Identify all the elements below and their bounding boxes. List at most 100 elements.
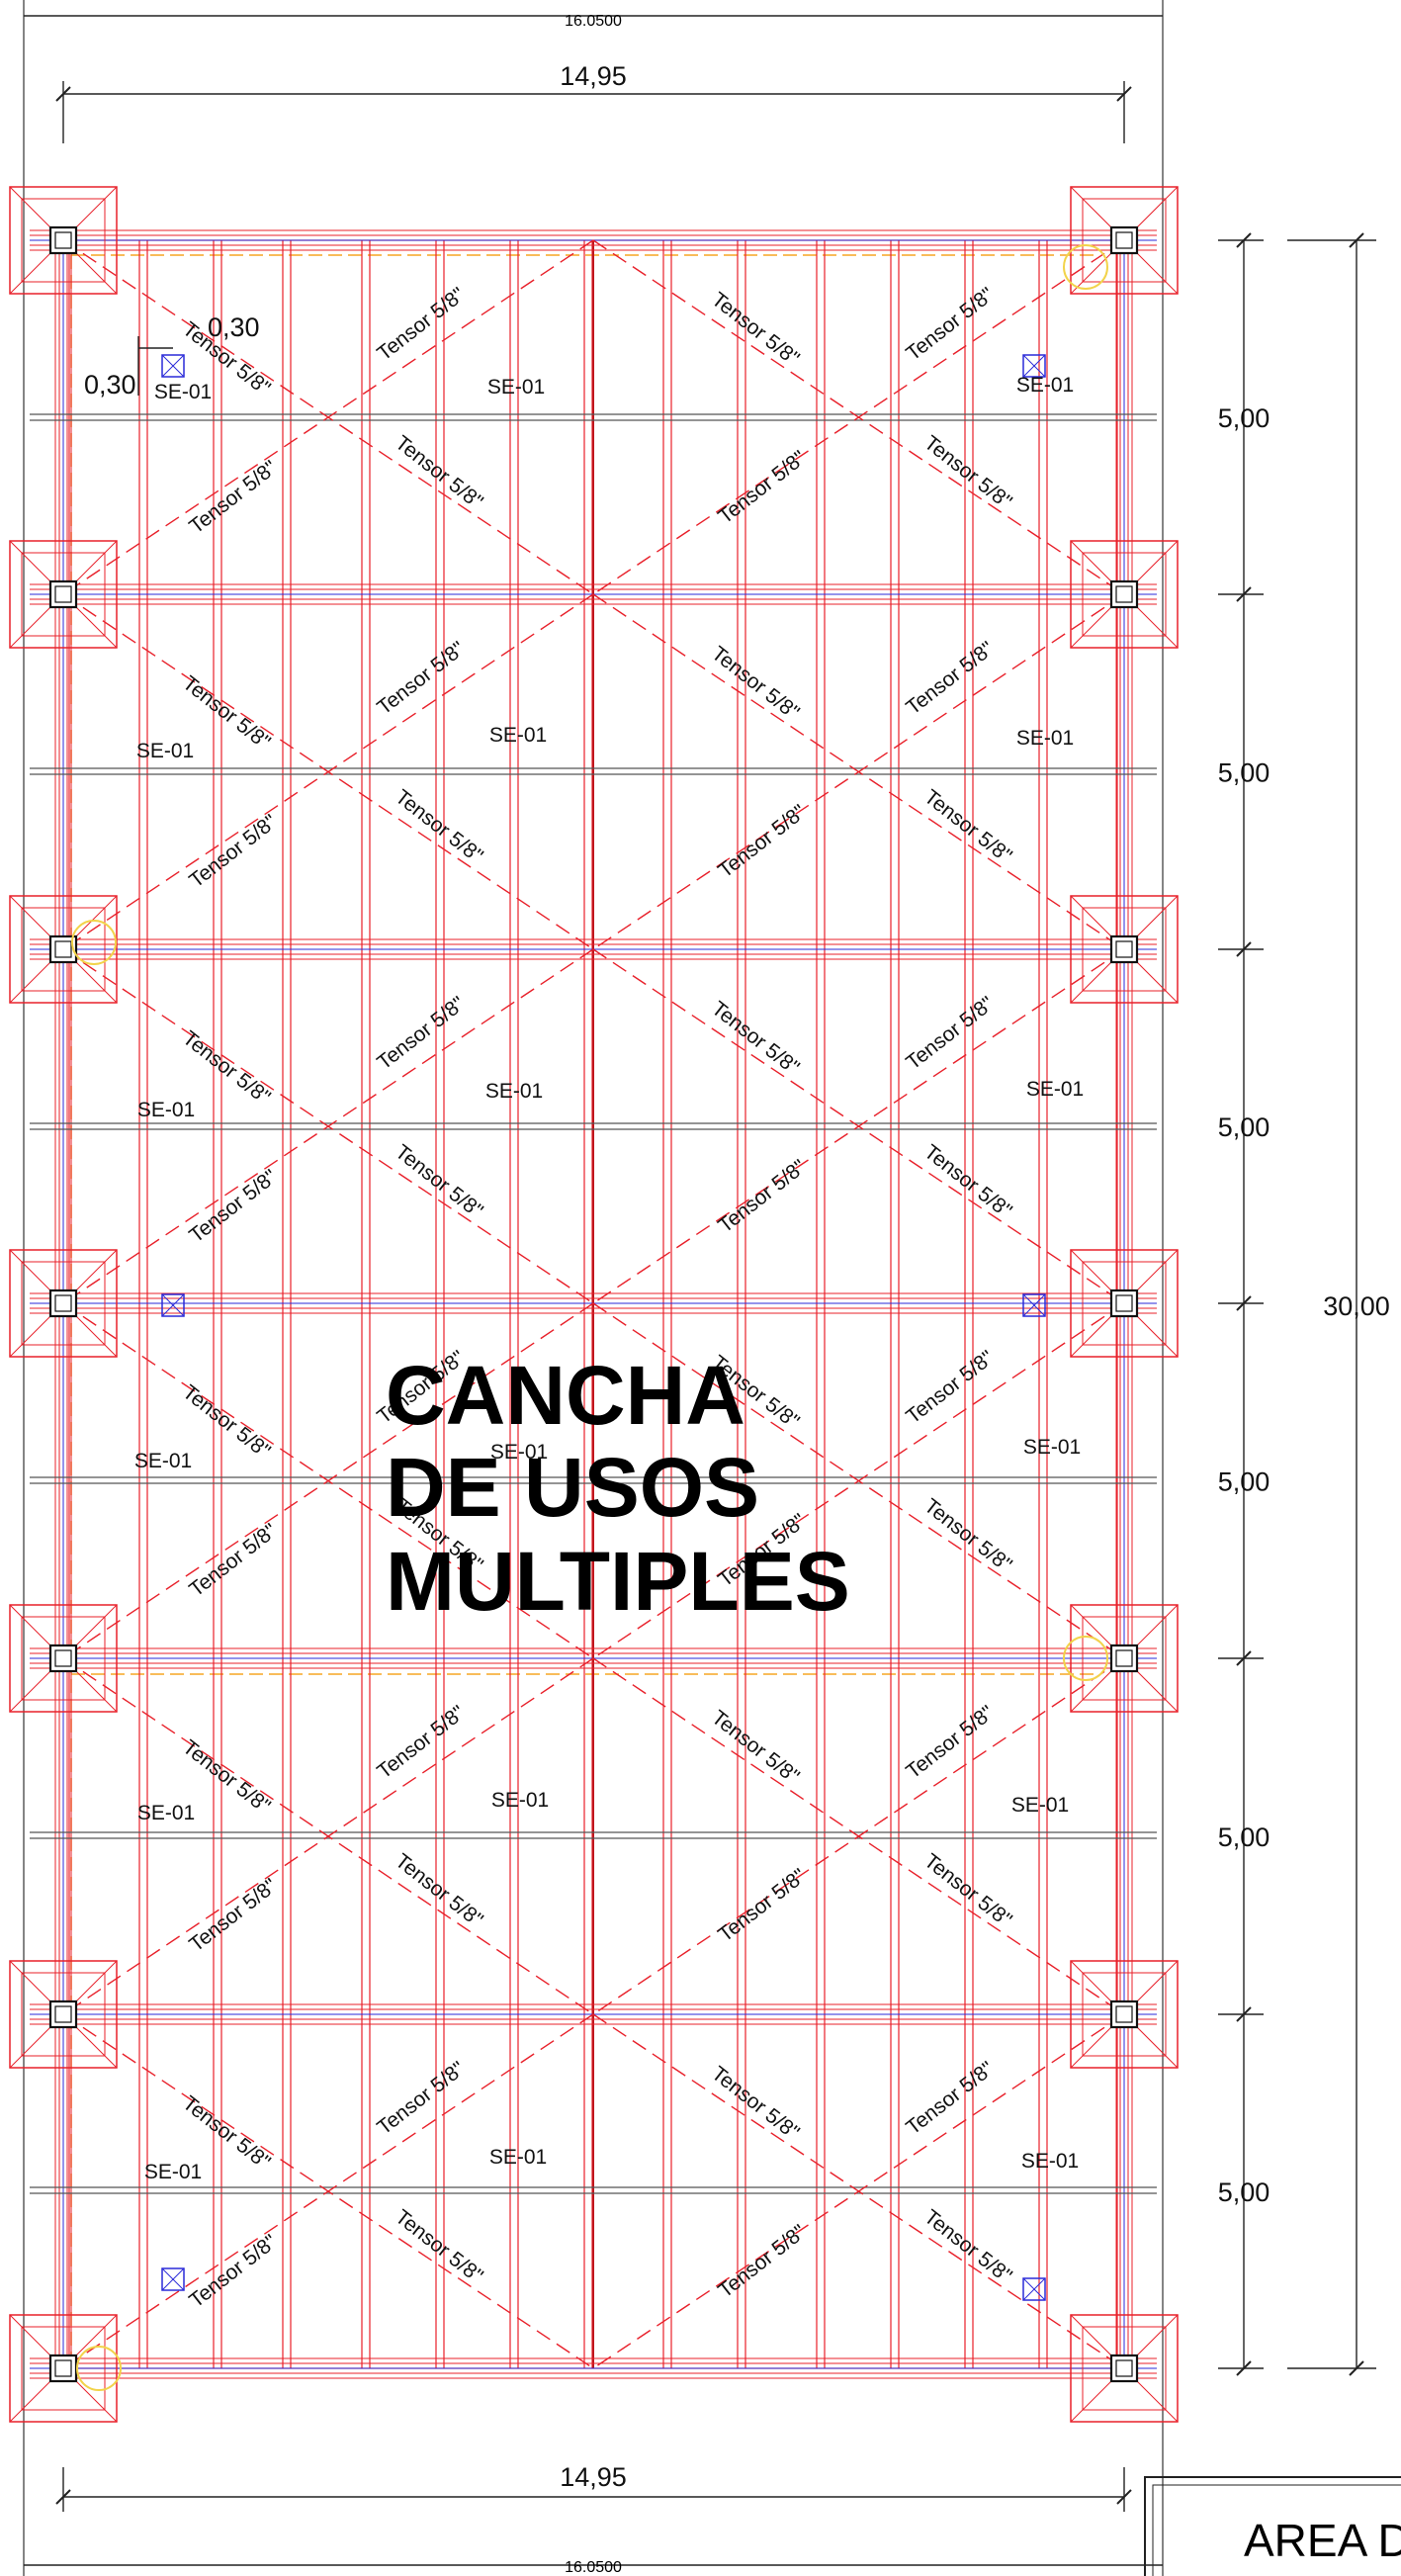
title-line-3: MULTIPLES xyxy=(386,1535,850,1628)
column-footing xyxy=(9,2314,118,2423)
tensor-label: Tensor 5/8" xyxy=(707,288,803,370)
tensor-label: Tensor 5/8" xyxy=(919,785,1015,867)
dimension-tick xyxy=(1349,2360,1364,2376)
tensor-label: Tensor 5/8" xyxy=(714,1864,810,1946)
tensor-label: Tensor 5/8" xyxy=(919,1494,1015,1576)
tensor-label: Tensor 5/8" xyxy=(373,1701,469,1783)
column-section xyxy=(1109,1999,1139,2029)
tensor-label: Tensor 5/8" xyxy=(902,2057,998,2139)
column-footing xyxy=(1070,186,1179,295)
tensor-brace xyxy=(62,239,594,595)
total-length-label: 30,00 xyxy=(1323,1291,1390,1321)
tensor-brace xyxy=(62,593,594,950)
tensor-brace xyxy=(592,1302,1125,1659)
column-footing xyxy=(1070,895,1179,1004)
tensor-brace xyxy=(62,1302,594,1659)
tensor-brace xyxy=(62,2013,594,2369)
bay-spacing-label: 5,00 xyxy=(1218,1822,1270,1852)
beam-se01-label: SE-01 xyxy=(1011,1794,1069,1817)
column-footing xyxy=(1070,540,1179,649)
beam-se01-label: SE-01 xyxy=(1016,374,1074,397)
column-footing xyxy=(9,186,118,295)
tensor-label: Tensor 5/8" xyxy=(707,1706,803,1788)
beam-se01-label: SE-01 xyxy=(1026,1078,1084,1101)
column-section xyxy=(1109,1288,1139,1318)
beam-se01-label: SE-01 xyxy=(489,724,547,747)
column-footings xyxy=(9,186,1179,2423)
anchor-marker xyxy=(161,354,185,378)
column-footing xyxy=(9,1604,118,1713)
tensor-brace xyxy=(592,239,1125,595)
tensor-label: Tensor 5/8" xyxy=(707,997,803,1079)
tensor-label: Tensor 5/8" xyxy=(185,810,281,892)
tensor-brace xyxy=(62,948,594,1304)
anchor-marker xyxy=(1022,354,1046,378)
column-section xyxy=(48,1999,78,2029)
beam-se01-label: SE-01 xyxy=(1021,2150,1079,2173)
title-line-1: CANCHA xyxy=(386,1349,745,1442)
tensor-label: Tensor 5/8" xyxy=(185,1165,281,1247)
column-footing xyxy=(9,540,118,649)
tensor-label: Tensor 5/8" xyxy=(902,1701,998,1783)
tensor-label: Tensor 5/8" xyxy=(391,2205,486,2287)
title-block-label: AREA D xyxy=(1244,2515,1401,2566)
dimension-tick xyxy=(1236,941,1252,957)
bay-spacing-label: 5,00 xyxy=(1218,1467,1270,1497)
tensor-label: Tensor 5/8" xyxy=(185,2230,281,2312)
span-width-top: 14,95 xyxy=(560,61,627,91)
tensor-brace xyxy=(592,2013,1125,2369)
detail-dim-a: 0,30 xyxy=(84,370,136,400)
tensor-label: Tensor 5/8" xyxy=(919,2205,1015,2287)
beam-se01-label: SE-01 xyxy=(1016,727,1074,750)
tensor-brace xyxy=(62,1657,594,2015)
beam-se01-label: SE-01 xyxy=(490,1441,548,1464)
column-footing xyxy=(1070,1249,1179,1358)
column-footing xyxy=(9,1960,118,2069)
column-footing xyxy=(1070,1960,1179,2069)
beam-se01-label: SE-01 xyxy=(491,1789,549,1812)
tensor-label: Tensor 5/8" xyxy=(373,992,469,1074)
column-footing xyxy=(1070,2314,1179,2423)
tensor-label: Tensor 5/8" xyxy=(919,1140,1015,1222)
dimension-tick xyxy=(1236,1650,1252,1666)
column-footing xyxy=(9,895,118,1004)
beam-se01-label: SE-01 xyxy=(137,1802,195,1824)
bay-spacing-label: 5,00 xyxy=(1218,1112,1270,1142)
tensor-label: Tensor 5/8" xyxy=(902,992,998,1074)
tensor-label: Tensor 5/8" xyxy=(707,642,803,724)
tensor-brace xyxy=(592,593,1125,950)
detail-circle xyxy=(1063,1636,1108,1681)
tensor-label: Tensor 5/8" xyxy=(373,637,469,719)
tensor-label: Tensor 5/8" xyxy=(178,1026,274,1109)
tensor-label: Tensor 5/8" xyxy=(391,431,486,513)
column-section xyxy=(1109,1643,1139,1673)
tensor-label: Tensor 5/8" xyxy=(902,1346,998,1428)
anchor-markers xyxy=(161,354,1046,2301)
tensor-label: Tensor 5/8" xyxy=(391,1140,486,1222)
span-width-bottom: 14,95 xyxy=(560,2462,627,2492)
tensor-label: Tensor 5/8" xyxy=(373,283,469,365)
dimension-tick xyxy=(1236,1295,1252,1311)
dimension-tick xyxy=(1236,2360,1252,2376)
tensor-label: Tensor 5/8" xyxy=(714,800,810,882)
dimension-lines: 5,005,005,005,005,005,00 xyxy=(24,15,1376,2566)
beam-se01-label: SE-01 xyxy=(136,740,194,762)
court-title: CANCHA DE USOS MULTIPLES xyxy=(386,1349,850,1628)
beam-se01-label: SE-01 xyxy=(487,376,545,399)
beam-se01-label: SE-01 xyxy=(144,2161,202,2183)
beam-se01-label: SE-01 xyxy=(489,2146,547,2169)
beam-se01-label: SE-01 xyxy=(1023,1436,1081,1459)
title-block: AREA D xyxy=(1144,2476,1401,2576)
column-section xyxy=(48,225,78,255)
tensor-label: Tensor 5/8" xyxy=(373,2057,469,2139)
tensor-label: Tensor 5/8" xyxy=(714,446,810,528)
dimension-tick xyxy=(1349,232,1364,248)
column-section xyxy=(1109,579,1139,609)
bay-spacing-label: 5,00 xyxy=(1218,758,1270,788)
column-section xyxy=(48,1288,78,1318)
column-section xyxy=(48,579,78,609)
detail-dim-b: 0,30 xyxy=(208,312,260,342)
column-footing xyxy=(1070,1604,1179,1713)
cross-beams xyxy=(30,229,1157,2379)
